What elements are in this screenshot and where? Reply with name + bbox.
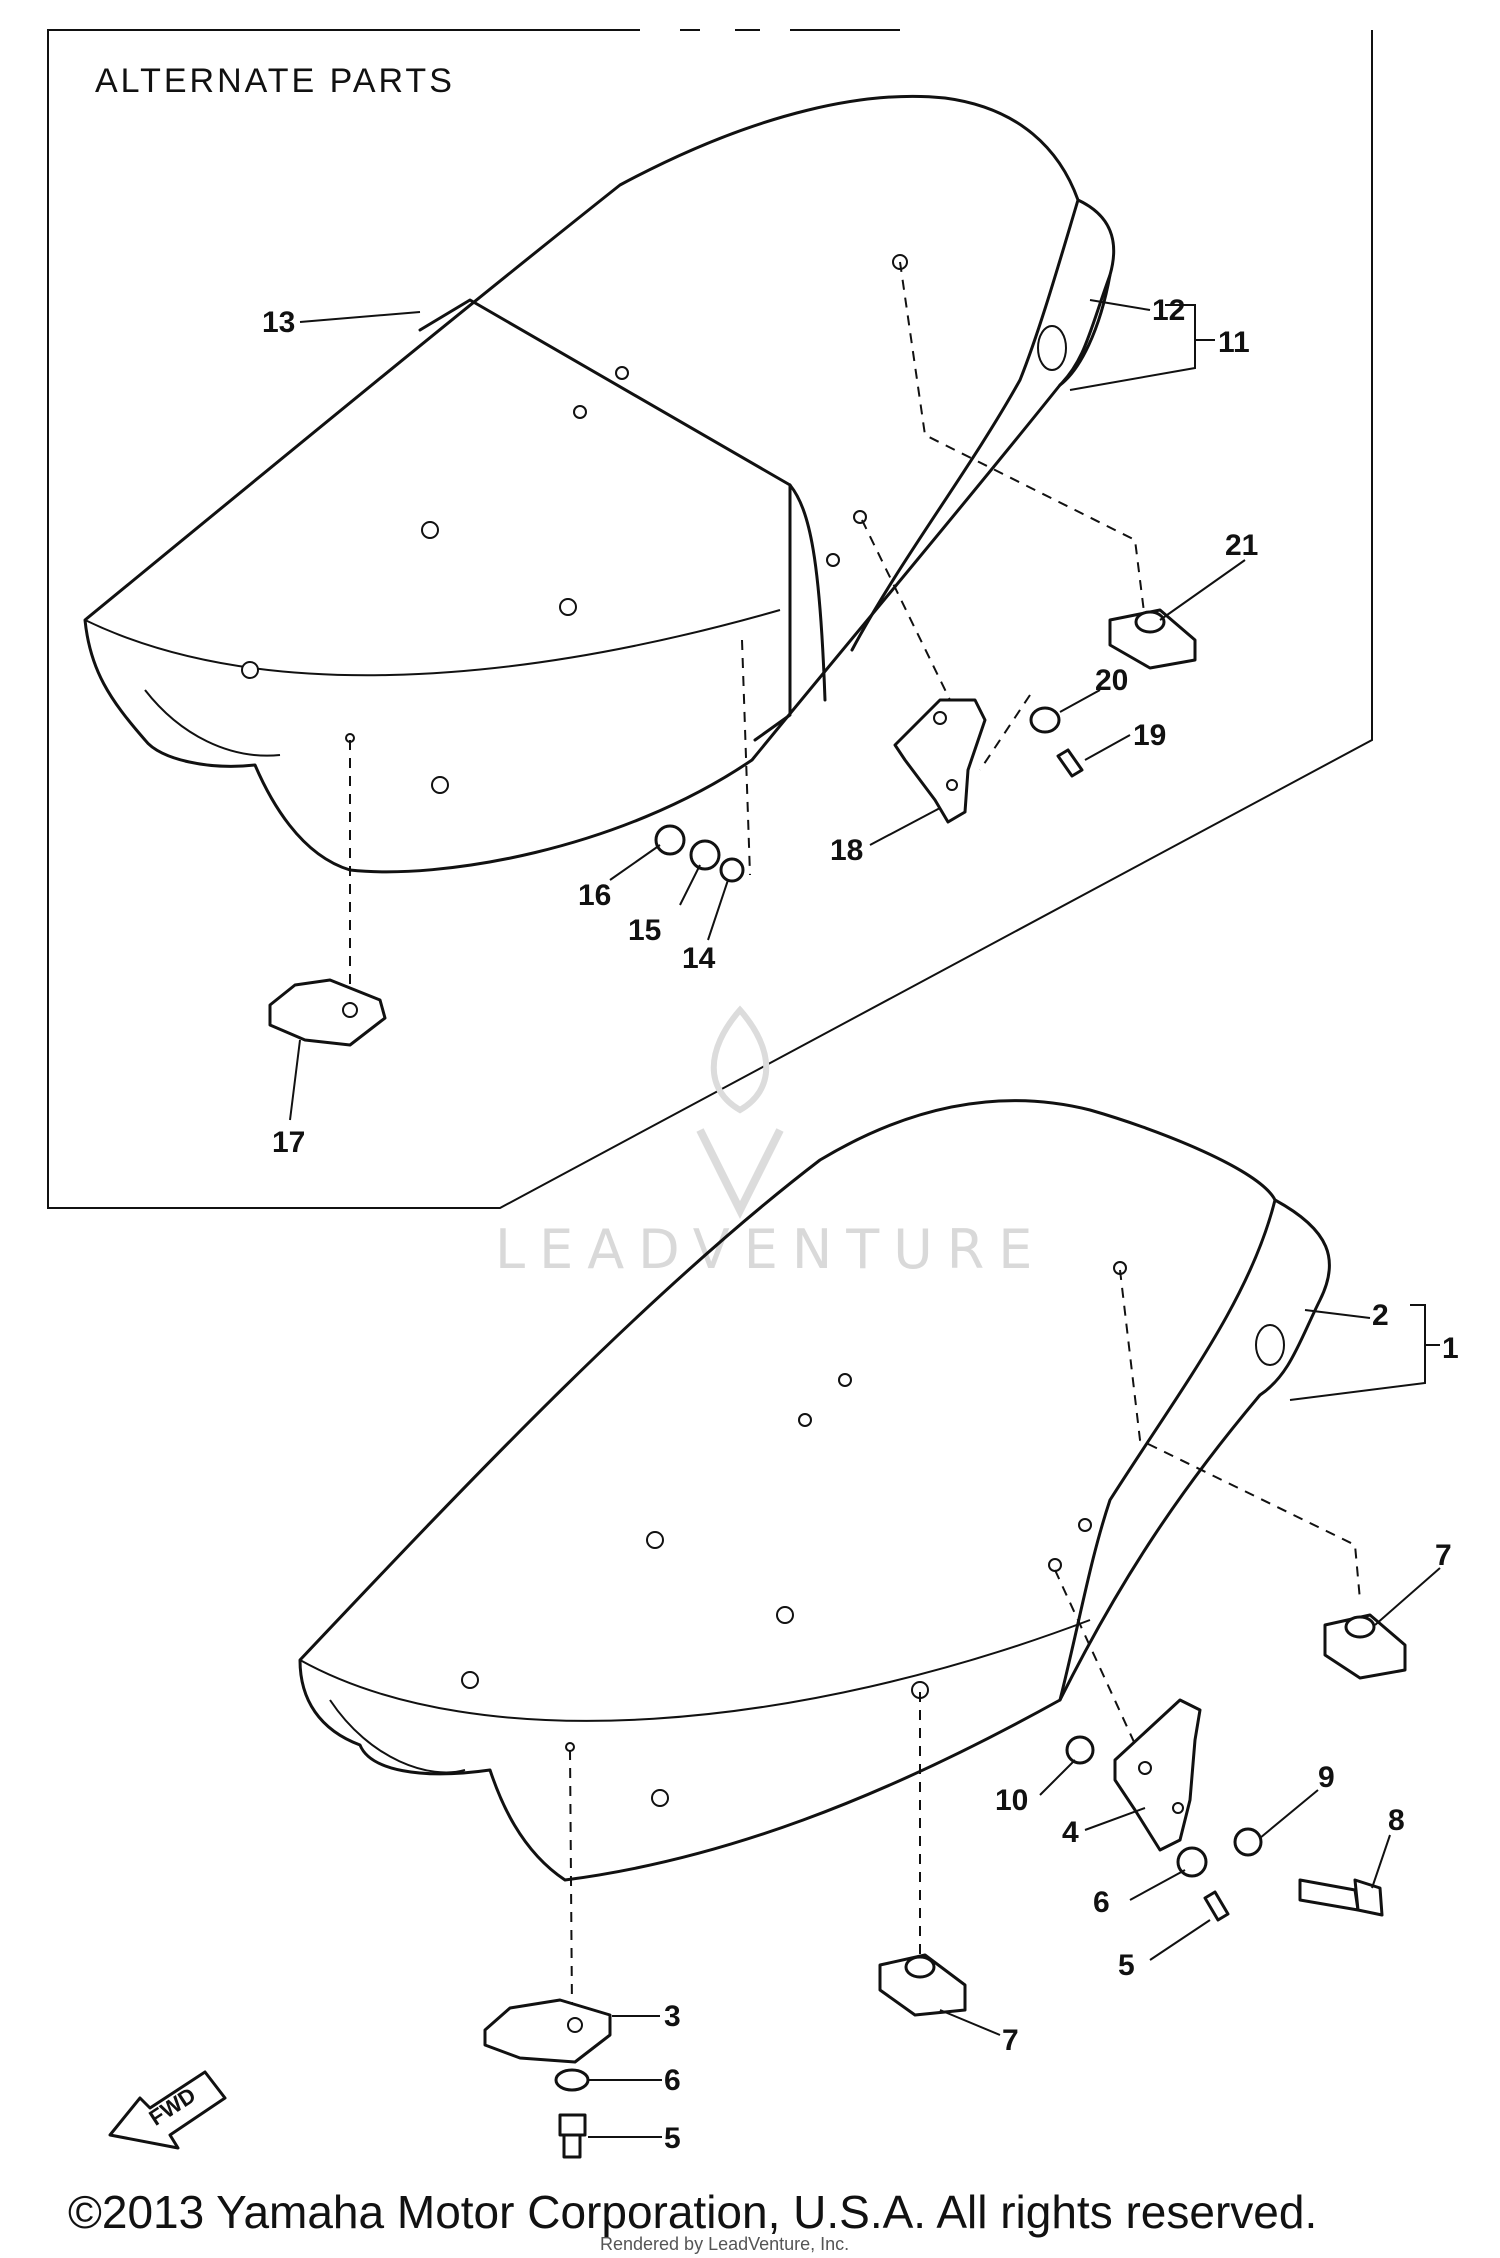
callout-11: 11 xyxy=(1218,326,1250,359)
copyright-text: ©2013 Yamaha Motor Corporation, U.S.A. A… xyxy=(68,2186,1317,2238)
washer-15 xyxy=(689,839,721,871)
bracket-18 xyxy=(893,698,987,824)
callout-16: 16 xyxy=(578,879,611,912)
callout-4: 4 xyxy=(1062,1816,1079,1849)
panel-title: ALTERNATE PARTS xyxy=(95,62,455,100)
seat-assembly xyxy=(298,1099,1441,2159)
screw-19 xyxy=(1056,748,1084,778)
callout-labels: 13 12 11 21 20 19 18 16 15 14 17 2 1 7 1… xyxy=(262,294,1459,2155)
washer-9 xyxy=(1233,1827,1263,1857)
fwd-arrow-icon: FWD xyxy=(108,2070,227,2150)
screw-5-lower xyxy=(558,2113,587,2137)
callout-21: 21 xyxy=(1225,529,1258,562)
callout-14: 14 xyxy=(682,942,716,975)
damper-21 xyxy=(1108,608,1197,670)
plate-17 xyxy=(268,978,387,1047)
callout-20: 20 xyxy=(1095,664,1128,697)
seat-holes xyxy=(461,1261,1127,1807)
credit-text: Rendered by LeadVenture, Inc. xyxy=(600,2234,849,2254)
callout-5: 5 xyxy=(1118,1949,1135,1982)
callout-7-bottom: 7 xyxy=(1002,2024,1019,2057)
callout-3: 3 xyxy=(664,2000,681,2033)
callout-1: 1 xyxy=(1442,1332,1459,1365)
callout-5-lower: 5 xyxy=(664,2122,681,2155)
callout-15: 15 xyxy=(628,914,661,947)
alternate-parts-panel: ALTERNATE PARTS xyxy=(47,29,1373,1209)
leadventure-watermark: LEADVENTURE xyxy=(495,1005,1046,1281)
nut-16 xyxy=(654,824,686,856)
watermark-text: LEADVENTURE xyxy=(495,1218,1046,1281)
seat-holes-alt xyxy=(241,254,908,794)
callout-12: 12 xyxy=(1152,294,1185,327)
plate-3 xyxy=(483,1998,612,2064)
collar-6-lower xyxy=(554,2068,590,2092)
callout-10: 10 xyxy=(995,1784,1028,1817)
collar-10 xyxy=(1065,1735,1095,1765)
screw-5 xyxy=(1203,1890,1230,1922)
callout-6-lower: 6 xyxy=(664,2064,681,2097)
bracket-4 xyxy=(1113,1698,1202,1852)
callout-18: 18 xyxy=(830,834,863,867)
callout-13: 13 xyxy=(262,306,295,339)
collar-20 xyxy=(1029,706,1061,734)
callout-7-right: 7 xyxy=(1435,1539,1452,1572)
callout-17: 17 xyxy=(272,1126,305,1159)
collar-6 xyxy=(1176,1846,1208,1878)
callout-2: 2 xyxy=(1372,1299,1389,1332)
callout-19: 19 xyxy=(1133,719,1166,752)
alternate-seat xyxy=(83,94,1246,1121)
callout-6: 6 xyxy=(1093,1886,1110,1919)
collar-14 xyxy=(719,857,745,883)
callout-8: 8 xyxy=(1388,1804,1405,1837)
damper-7-right xyxy=(1323,1613,1407,1680)
damper-7-bottom xyxy=(878,1953,967,2017)
callout-9: 9 xyxy=(1318,1761,1335,1794)
bolt-8 xyxy=(1298,1878,1360,1912)
